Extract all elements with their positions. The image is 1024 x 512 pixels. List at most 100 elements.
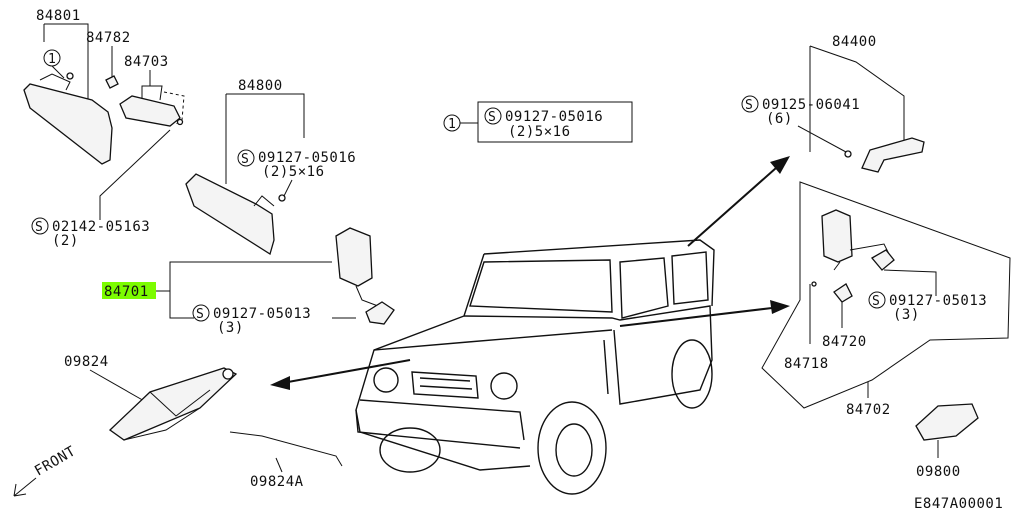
part-label-09824a[interactable]: 09824A <box>250 474 304 490</box>
leader-84800 <box>225 93 305 184</box>
front-label: FRONT <box>32 443 79 479</box>
sun-visor-left <box>23 83 113 165</box>
windshield <box>469 259 613 313</box>
tool-bag-group: 09800 <box>915 403 979 480</box>
screw-code-09125-06041[interactable]: 09125-06041 <box>762 97 860 113</box>
bumper <box>355 409 521 449</box>
rear-side-window <box>671 251 709 305</box>
s-mark: S <box>872 294 880 309</box>
leader-02142 <box>99 129 171 220</box>
door-edge <box>603 339 609 395</box>
screw-icon <box>844 150 852 158</box>
legend-frame <box>477 101 633 143</box>
legend-number: 1 <box>448 117 456 132</box>
s-mark: S <box>35 220 43 235</box>
jack-handle <box>229 431 343 467</box>
tool-bag <box>915 403 979 441</box>
leader-84400 <box>809 45 905 150</box>
front-wheel <box>537 401 607 495</box>
kit-pad <box>833 283 853 303</box>
roof-line <box>483 239 715 307</box>
mirror-kit-group: S 09127-05013 (3) 84720 84718 84702 <box>761 181 1011 418</box>
jack-scissor <box>123 389 211 441</box>
screw-legend-box: 1 S 09127-05016 (2)5×16 <box>443 101 633 143</box>
screw-qty-09127-a: (3) <box>217 320 244 336</box>
reference-code: E847A00001 <box>914 496 1003 512</box>
s-mark-icon <box>31 217 49 235</box>
inside-mirror <box>119 95 181 127</box>
part-label-84702[interactable]: 84702 <box>846 402 891 418</box>
jack-nut-icon <box>222 368 234 380</box>
body-outline <box>355 253 531 471</box>
screw-icon <box>66 72 74 80</box>
screw-icon <box>176 118 184 126</box>
arrowhead <box>270 376 290 390</box>
s-mark: S <box>241 152 249 167</box>
arrow-to-grip <box>687 167 777 247</box>
kit-mirror-base <box>871 249 895 271</box>
part-label-84720[interactable]: 84720 <box>822 334 867 350</box>
leader-09824 <box>89 369 147 403</box>
screw-code-09127-05013[interactable]: 09127-05013 <box>213 306 311 322</box>
screw-icon <box>278 194 286 202</box>
highlight-box <box>102 282 156 299</box>
s-mark-icon <box>192 304 210 322</box>
s-mark-icon <box>868 291 886 309</box>
leader-circle-one <box>51 65 65 79</box>
part-label-09800[interactable]: 09800 <box>916 464 961 480</box>
screw-spec-b: (2)5×16 <box>262 164 325 180</box>
part-label-84718[interactable]: 84718 <box>784 356 829 372</box>
mirror-stay <box>141 85 163 101</box>
leader-s6 <box>883 269 937 296</box>
outside-mirror-group: 84701 S 09127-05013 (3) <box>102 227 395 336</box>
part-label-84801[interactable]: 84801 <box>36 8 81 24</box>
arrow-to-jack <box>287 359 411 383</box>
grille-bars <box>419 377 473 390</box>
screw-code-09127-05013-b[interactable]: 09127-05013 <box>889 293 987 309</box>
screw-spec: (2)5×16 <box>508 124 571 140</box>
s-mark: S <box>196 307 204 322</box>
part-label-84703[interactable]: 84703 <box>124 54 169 70</box>
rear-wheel <box>671 339 713 409</box>
front-arrow-icon <box>13 477 37 497</box>
leader-09824a <box>275 457 283 473</box>
sun-visor-right-group: 84800 S 09127-05016 (2)5×16 <box>185 78 356 256</box>
arrowhead <box>770 156 790 174</box>
part-label-09824[interactable]: 09824 <box>64 354 109 370</box>
visor-clip-icon <box>105 75 119 89</box>
part-label-84800[interactable]: 84800 <box>238 78 283 94</box>
screw-02142-group: S 02142-05163 (2) <box>31 217 150 249</box>
jack-group: 09824 09824A <box>64 354 343 490</box>
part-label-84782[interactable]: 84782 <box>86 30 131 46</box>
sun-visor-right <box>185 173 275 256</box>
screw-qty-09127-b: (3) <box>893 307 920 323</box>
screw-code-09127-05016[interactable]: 09127-05016 <box>505 109 603 125</box>
screw-code-02142-05163[interactable]: 02142-05163 <box>52 219 150 235</box>
arrowhead <box>770 300 790 314</box>
hood-line <box>373 329 613 351</box>
screw-qty-02142: (2) <box>52 233 79 249</box>
leader-84701 <box>156 261 332 319</box>
part-label-84400[interactable]: 84400 <box>832 34 877 50</box>
screw-code-09127-05016-b[interactable]: 09127-05016 <box>258 150 356 166</box>
s-mark: S <box>488 110 496 125</box>
pin-icon <box>811 281 817 287</box>
leader-s2 <box>283 179 293 197</box>
front-wheel-hub <box>555 423 593 477</box>
door-window <box>619 257 669 319</box>
visor-bracket <box>39 73 71 91</box>
s-mark-icon <box>484 107 502 125</box>
arrows <box>270 156 790 390</box>
vehicle-illustration <box>355 239 715 495</box>
jack-body <box>108 367 238 441</box>
leader-s4 <box>797 125 847 153</box>
kit-mirror-head <box>821 209 853 263</box>
part-label-84701[interactable]: 84701 <box>104 284 149 300</box>
s-mark: S <box>745 98 753 113</box>
side-body <box>463 305 713 405</box>
assist-grip-group: 84400 S 09125-06041 (6) <box>741 34 925 173</box>
leader-84801 <box>43 23 89 100</box>
kit-outline <box>761 181 1011 409</box>
screw-qty-09125: (6) <box>766 111 793 127</box>
